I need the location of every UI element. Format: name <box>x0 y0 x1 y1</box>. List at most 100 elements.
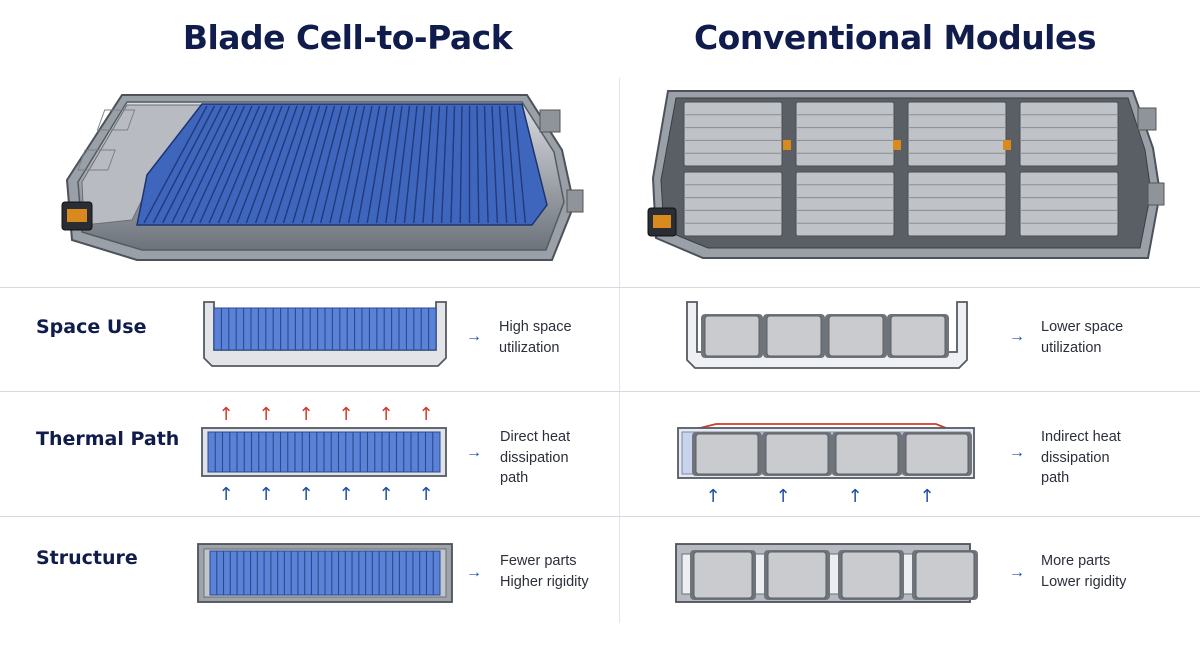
blade-structure-diagram <box>197 543 453 603</box>
blade-cell <box>491 105 499 224</box>
module-thermal-diagram: ↑ ↑ ↑ ↑ <box>677 423 975 507</box>
row-label-structure: Structure <box>36 547 138 569</box>
blade-cell <box>375 105 396 224</box>
up-arrow-icon: ↑ <box>919 486 934 507</box>
blade-cell <box>422 105 433 224</box>
blade-cell <box>227 105 276 224</box>
up-arrow-icon: ↑ <box>378 484 393 505</box>
blade-cell <box>483 105 489 224</box>
blade-cell <box>199 105 253 224</box>
conventional-title: Conventional Modules <box>693 18 1097 57</box>
battery-module <box>835 433 899 475</box>
up-arrow-icon: ↑ <box>218 404 233 425</box>
module-connector <box>1003 140 1011 150</box>
right-arrow-icon: → <box>1009 444 1025 461</box>
up-arrow-icon: ↑ <box>775 486 790 507</box>
blade-cell <box>385 105 403 224</box>
blade-cell <box>347 105 373 224</box>
up-arrow-icon: ↑ <box>705 486 720 507</box>
battery-module <box>767 551 827 599</box>
module-thermal-note: Indirect heat dissipation path <box>1041 429 1121 486</box>
blade-cell <box>180 105 238 224</box>
battery-module <box>907 101 1007 167</box>
module-space-note: Lower space utilization <box>1041 319 1124 356</box>
up-arrow-icon: ↑ <box>378 404 393 425</box>
column-divider <box>619 78 620 623</box>
blade-cell <box>208 105 261 224</box>
module-structure-note: More parts Lower rigidity <box>1041 553 1127 590</box>
blade-cell <box>506 105 517 224</box>
blade-cell <box>450 105 456 224</box>
blade-cell <box>254 105 298 224</box>
battery-module <box>915 551 975 599</box>
blade-cell <box>152 105 216 224</box>
battery-module <box>795 101 895 167</box>
blade-cell <box>310 105 343 224</box>
battery-module <box>1019 171 1119 237</box>
blade-cell <box>245 105 291 224</box>
row-label-space-use: Space Use <box>36 316 147 338</box>
row-divider-1 <box>0 287 1200 288</box>
row-divider-3 <box>0 516 1200 517</box>
blade-cell <box>476 105 480 224</box>
module-connector <box>783 140 791 150</box>
battery-module <box>905 433 969 475</box>
blade-cell <box>189 105 246 224</box>
blade-cell <box>338 105 366 224</box>
blade-thermal-note: Direct heat dissipation path <box>500 429 571 486</box>
blade-cell <box>431 105 441 224</box>
right-arrow-icon: → <box>466 564 482 581</box>
blade-cell <box>217 105 268 224</box>
blade-cell <box>292 105 328 224</box>
blade-cell <box>264 105 306 224</box>
module-pack-illustration <box>647 90 1165 259</box>
blade-space-note: High space utilization <box>499 319 572 356</box>
blade-space-diagram <box>203 301 447 367</box>
blade-cell <box>273 105 313 224</box>
up-arrow-icon: ↑ <box>418 404 433 425</box>
blade-cell <box>143 105 208 224</box>
right-arrow-icon: → <box>1009 328 1025 345</box>
blade-cell <box>440 105 448 224</box>
right-arrow-icon: → <box>466 444 482 461</box>
battery-module <box>828 315 884 357</box>
battery-module <box>693 551 753 599</box>
up-arrow-icon: ↑ <box>258 484 273 505</box>
battery-module <box>695 433 759 475</box>
up-arrow-icon: ↑ <box>298 404 313 425</box>
battery-module <box>765 433 829 475</box>
blade-thermal-diagram: ↑ ↑ ↑ ↑ ↑ ↑ ↑ ↑ ↑ ↑ ↑ ↑ <box>201 404 447 505</box>
module-structure-diagram <box>675 543 978 603</box>
blade-pack-illustration <box>61 94 584 261</box>
module-connector <box>893 140 901 150</box>
blade-cell <box>498 105 508 224</box>
blade-cell <box>459 105 463 224</box>
right-arrow-icon: → <box>1009 564 1025 581</box>
blade-cell <box>171 105 231 224</box>
blade-cell <box>301 105 336 224</box>
blade-structure-note: Fewer parts Higher rigidity <box>500 553 589 590</box>
blade-cell <box>320 105 351 224</box>
up-arrow-icon: ↑ <box>258 404 273 425</box>
blade-cell <box>394 105 411 224</box>
battery-module <box>907 171 1007 237</box>
up-arrow-icon: ↑ <box>218 484 233 505</box>
up-arrow-icon: ↑ <box>847 486 862 507</box>
battery-module <box>1019 101 1119 167</box>
blade-cell <box>413 105 426 224</box>
up-arrow-icon: ↑ <box>298 484 313 505</box>
blade-cell <box>357 105 381 224</box>
blade-cell <box>513 105 526 224</box>
battery-module <box>766 315 822 357</box>
module-space-diagram <box>686 301 968 369</box>
blade-cell <box>236 105 283 224</box>
blade-cell <box>161 105 223 224</box>
blade-cell <box>282 105 321 224</box>
up-arrow-icon: ↑ <box>338 484 353 505</box>
row-divider-2 <box>0 391 1200 392</box>
up-arrow-icon: ↑ <box>418 484 433 505</box>
up-arrow-icon: ↑ <box>338 404 353 425</box>
blade-cell <box>366 105 388 224</box>
battery-module <box>683 101 783 167</box>
battery-module <box>683 171 783 237</box>
